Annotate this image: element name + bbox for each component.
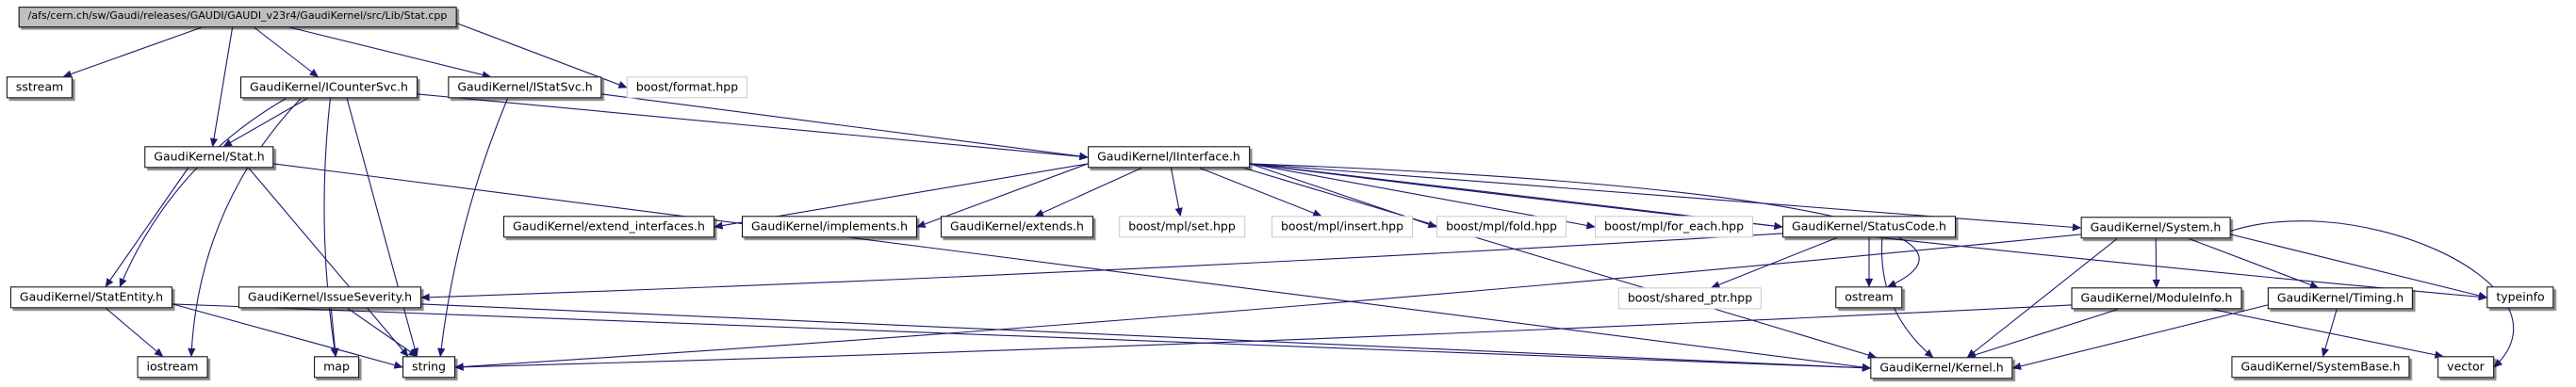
include-edge-icountersvc-to-iinterface: [417, 93, 1089, 161]
include-edge-stat_h-to-statentity: [105, 168, 189, 288]
graph-node-issueseverity[interactable]: GaudiKernel/IssueSeverity.h: [238, 286, 422, 309]
graph-node-root: /afs/cern.ch/sw/Gaudi/releases/GAUDI/GAU…: [18, 7, 457, 27]
graph-node-string[interactable]: string: [402, 356, 455, 379]
include-edge-stat_h-to-kernel: [273, 163, 1872, 371]
include-edge-iinterface-to-kernel: [1243, 167, 1878, 359]
graph-node-timing[interactable]: GaudiKernel/Timing.h: [2267, 287, 2414, 310]
graph-node-system[interactable]: GaudiKernel/System.h: [2080, 217, 2231, 239]
include-edge-istatsvc-to-string: [437, 98, 509, 358]
include-edge-icountersvc-to-iostream: [188, 98, 302, 358]
include-edge-root-to-istatsvc: [288, 26, 492, 79]
graph-node-iinterface[interactable]: GaudiKernel/IInterface.h: [1088, 146, 1250, 169]
include-edge-moduleinfo-to-vector: [2211, 308, 2444, 359]
include-edge-root-to-stat_h: [209, 26, 234, 148]
graph-node-shared_ptr[interactable]: boost/shared_ptr.hpp: [1617, 287, 1763, 310]
include-edge-statuscode-to-shared_ptr: [1711, 236, 1838, 289]
include-edge-moduleinfo-to-kernel: [1966, 308, 2119, 359]
graph-node-format[interactable]: boost/format.hpp: [626, 76, 748, 99]
include-edge-iinterface-to-ostream: [1249, 163, 1920, 288]
include-edge-icountersvc-to-map: [323, 98, 338, 358]
include-edge-statentity-to-iostream: [106, 308, 164, 357]
graph-node-mpl_insert[interactable]: boost/mpl/insert.hpp: [1271, 216, 1414, 238]
graph-node-systembase[interactable]: GaudiKernel/SystemBase.h: [2231, 356, 2410, 379]
include-edge-timing-to-systembase: [2321, 309, 2338, 358]
include-edge-system-to-kernel: [1966, 238, 2118, 358]
include-edge-iinterface-to-system: [1249, 163, 2082, 232]
graph-node-icountersvc[interactable]: GaudiKernel/ICounterSvc.h: [240, 76, 418, 99]
graph-node-ostream[interactable]: ostream: [1835, 286, 1903, 309]
include-edge-root-to-icountersvc: [254, 26, 319, 77]
graph-node-iostream[interactable]: iostream: [137, 356, 208, 379]
include-edge-iinterface-to-implements: [916, 163, 1089, 228]
graph-node-statuscode[interactable]: GaudiKernel/StatusCode.h: [1782, 216, 1956, 238]
include-edge-icountersvc-to-statentity: [119, 98, 287, 288]
include-edge-statuscode-to-issueseverity: [420, 233, 1783, 301]
include-edge-iinterface-to-extends: [1034, 167, 1142, 218]
include-edge-issueseverity-to-map: [330, 308, 339, 358]
graph-node-vector[interactable]: vector: [2437, 356, 2494, 379]
graph-node-moduleinfo[interactable]: GaudiKernel/ModuleInfo.h: [2071, 287, 2242, 310]
graph-node-kernel[interactable]: GaudiKernel/Kernel.h: [1870, 357, 2013, 379]
include-edge-moduleinfo-to-string: [454, 304, 2072, 371]
include-edge-system-to-typeinfo: [2230, 234, 2488, 299]
include-edge-system-to-vector: [2210, 220, 2514, 368]
graph-node-implements[interactable]: GaudiKernel/implements.h: [741, 216, 918, 238]
include-edge-icountersvc-to-stat_h: [222, 98, 308, 147]
include-edge-system-to-string: [454, 234, 2081, 371]
graph-node-extends[interactable]: GaudiKernel/extends.h: [941, 216, 1093, 238]
graph-node-extend_interfaces[interactable]: GaudiKernel/extend_interfaces.h: [503, 216, 714, 238]
include-edge-iinterface-to-mpl_insert: [1199, 167, 1322, 218]
include-edge-issueseverity-to-kernel: [420, 303, 1872, 372]
include-edge-issueseverity-to-string: [347, 308, 418, 357]
include-edge-system-to-moduleinfo: [2152, 238, 2160, 289]
graph-node-statentity[interactable]: GaudiKernel/StatEntity.h: [9, 286, 173, 309]
graph-node-mpl_set[interactable]: boost/mpl/set.hpp: [1119, 216, 1245, 238]
include-edge-istatsvc-to-iinterface: [601, 93, 1089, 160]
include-edge-timing-to-kernel: [2011, 304, 2269, 370]
include-edge-stat_h-to-string: [248, 168, 409, 358]
include-edge-icountersvc-to-string: [346, 98, 419, 358]
graph-node-mpl_for_each[interactable]: boost/mpl/for_each.hpp: [1595, 216, 1753, 238]
include-edge-statentity-to-kernel: [172, 303, 1872, 372]
graph-node-stat_h[interactable]: GaudiKernel/Stat.h: [144, 146, 274, 169]
include-edge-statentity-to-string: [172, 303, 403, 369]
graph-node-sstream[interactable]: sstream: [6, 76, 74, 99]
include-edge-system-to-timing: [2189, 237, 2320, 289]
include-edge-iinterface-to-mpl_set: [1170, 168, 1183, 218]
graph-node-map[interactable]: map: [314, 356, 359, 379]
include-edge-root-to-sstream: [62, 26, 203, 78]
graph-node-mpl_fold[interactable]: boost/mpl/fold.hpp: [1436, 216, 1567, 238]
graph-node-istatsvc[interactable]: GaudiKernel/IStatSvc.h: [448, 76, 602, 99]
include-edge-root-to-format: [456, 23, 628, 89]
graph-node-typeinfo[interactable]: typeinfo: [2486, 286, 2554, 309]
